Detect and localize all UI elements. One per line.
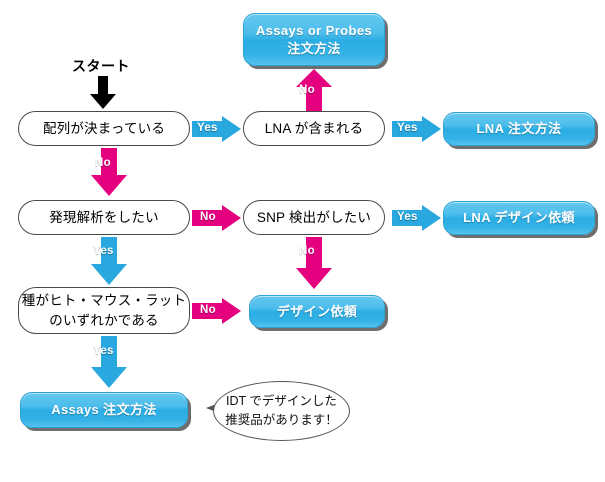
callout-tail-icon: [206, 403, 219, 413]
expression-analysis-box[interactable]: 発現解析をしたい: [18, 200, 190, 235]
lna-order-button[interactable]: LNA 注文方法: [443, 112, 595, 146]
assays-or-probes-order-button[interactable]: Assays or Probes 注文方法: [243, 13, 385, 66]
lna-design-request-button[interactable]: LNA デザイン依頼: [443, 201, 595, 235]
lna-design-request-label: LNA デザイン依頼: [463, 210, 575, 226]
callout-line2: 推奨品があります！: [225, 413, 338, 427]
edge-species-yes-arrow: [90, 336, 128, 388]
sequence-decided-box[interactable]: 配列が決まっている: [18, 111, 190, 146]
edge-sequence-decided-no-arrow: [90, 148, 128, 196]
expression-analysis-label: 発現解析をしたい: [49, 209, 159, 225]
assays-order-label: Assays 注文方法: [51, 402, 157, 418]
species-human-mouse-rat-box[interactable]: 種がヒト・マウス・ラット のいずれかである: [18, 287, 190, 334]
start-label: スタート: [72, 58, 130, 74]
idt-recommendation-callout: IDT でデザインした 推奨品があります！: [213, 381, 350, 441]
edge-expression-no-arrow: [192, 205, 242, 231]
edge-expression-yes-arrow: [90, 237, 128, 285]
assays-order-button[interactable]: Assays 注文方法: [20, 392, 188, 428]
design-request-button[interactable]: デザイン依頼: [249, 295, 385, 328]
edge-snp-detection-no-arrow: [295, 237, 333, 289]
down-arrow-black-icon: [86, 76, 120, 110]
edge-lna-included-yes-arrow: [392, 116, 442, 142]
snp-detection-label: SNP 検出がしたい: [256, 209, 372, 225]
snp-detection-box[interactable]: SNP 検出がしたい: [243, 200, 385, 235]
lna-included-box[interactable]: LNA が含まれる: [243, 111, 385, 146]
species-line2: のいずれかである: [49, 312, 159, 328]
design-request-label: デザイン依頼: [276, 303, 358, 319]
edge-snp-detection-yes-arrow: [392, 205, 442, 231]
assays-or-probes-order-line2: 注文方法: [287, 40, 341, 56]
edge-lna-included-no-arrow: [295, 69, 333, 113]
callout-line1: IDT でデザインした: [226, 393, 337, 408]
lna-included-label: LNA が含まれる: [264, 120, 364, 136]
sequence-decided-label: 配列が決まっている: [42, 120, 166, 136]
edge-species-no-arrow: [192, 298, 242, 324]
edge-sequence-decided-yes-arrow: [192, 116, 242, 142]
species-line1: 種がヒト・マウス・ラット: [21, 292, 187, 308]
assays-or-probes-order-line1: Assays or Probes: [255, 22, 373, 38]
lna-order-label: LNA 注文方法: [476, 121, 562, 137]
